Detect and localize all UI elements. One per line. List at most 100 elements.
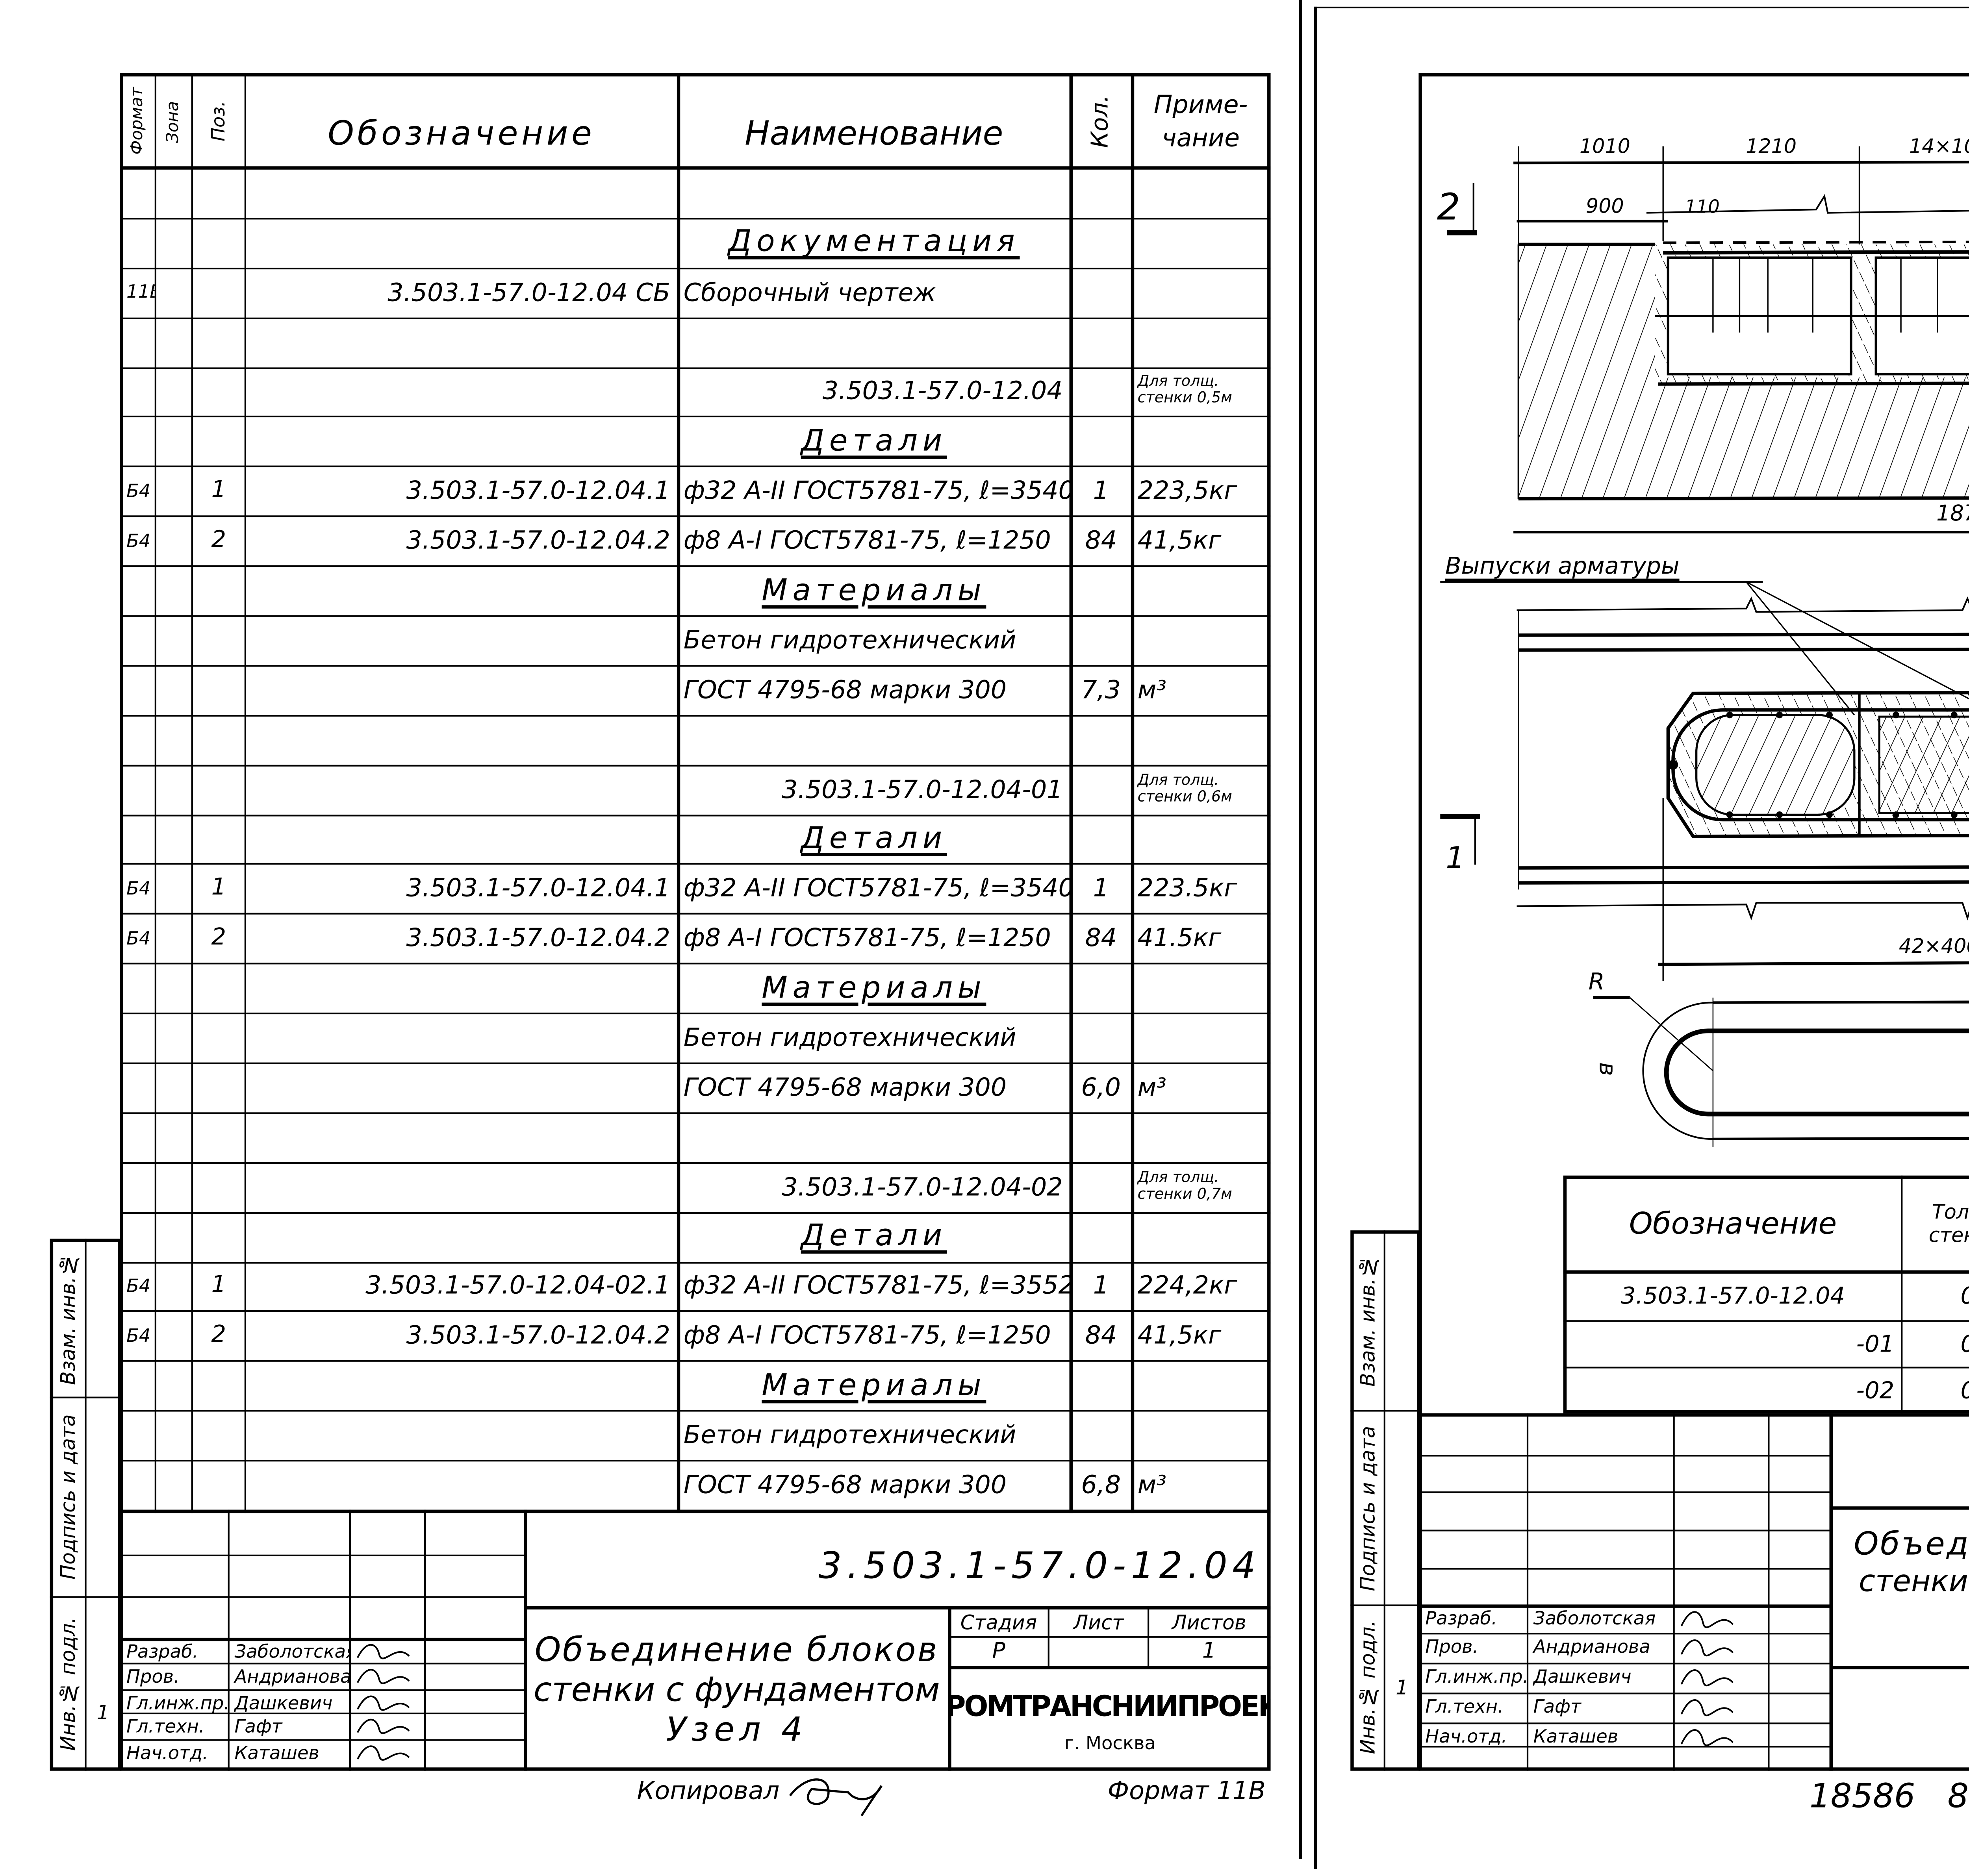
cell-zone <box>156 1311 191 1361</box>
cell-pos <box>193 764 245 814</box>
cell-designation <box>246 1460 677 1509</box>
cell-format <box>121 1063 154 1112</box>
signer-name: Заболотская <box>234 1640 349 1662</box>
signer-name: Андрианова <box>234 1665 349 1687</box>
signer-name: Андрианова <box>1533 1636 1650 1658</box>
cell-format <box>121 1162 154 1211</box>
dim-110: 110 <box>1685 195 1720 217</box>
cell-name: ф32 А-II ГОСТ5781-75, ℓ=35520 <box>683 1271 1070 1301</box>
cell-zone <box>156 466 191 516</box>
cell-qty <box>1071 1361 1131 1410</box>
cell-designation <box>246 1361 677 1410</box>
label-rebar-outlets: Выпуски арматуры <box>1445 554 1680 580</box>
cell-zone <box>156 317 191 367</box>
cell-qty <box>1071 1410 1131 1460</box>
cell-designation <box>246 1162 677 1211</box>
signer-name: Каташев <box>234 1741 319 1763</box>
cell-name: Материалы <box>762 970 986 1006</box>
param-header-thickness: Толщина стенки, м <box>1928 1200 1969 1247</box>
left-sheets-value: 1 <box>1202 1639 1216 1665</box>
left-title-line2: стенки с фундаментом <box>533 1669 940 1709</box>
param-cell-designation: -01 <box>1856 1331 1895 1358</box>
cell-pos <box>193 665 245 715</box>
section-1-1-drawing <box>1447 146 1969 533</box>
param-cell-designation: 3.503.1-57.0-12.04 <box>1620 1283 1845 1309</box>
left-title-code: 3.503.1-57.0-12.04 <box>818 1545 1261 1587</box>
header-name: Наименование <box>745 113 1003 153</box>
right-title-line2: стенки с фундаментом. <box>1859 1563 1969 1599</box>
signer-name: Каташев <box>1533 1726 1619 1748</box>
cell-pos <box>193 963 245 1013</box>
row-divider <box>120 1162 1271 1164</box>
cell-format <box>121 615 154 665</box>
cell-name: Детали <box>801 424 947 459</box>
row-divider <box>120 367 1271 369</box>
cell-note <box>1133 218 1269 267</box>
cell-format <box>121 317 154 367</box>
cell-format: 11В <box>126 281 155 303</box>
right-strip-inv-orig-value: 1 <box>1395 1676 1409 1700</box>
param-cell-thickness: 0,5 <box>1902 1272 1969 1320</box>
cell-note: м³ <box>1137 1470 1166 1500</box>
cell-qty <box>1071 168 1131 218</box>
row-divider <box>120 565 1271 567</box>
left-footer-format: Формат 11В <box>1107 1776 1266 1806</box>
cell-qty: 6,0 <box>1081 1072 1121 1102</box>
right-footer-inv-number: 18586 <box>1809 1776 1915 1816</box>
cell-note: Для толщ. стенки 0,5м <box>1137 375 1232 408</box>
row-divider <box>120 615 1271 617</box>
cell-note: 223,5кг <box>1137 476 1237 506</box>
cell-zone <box>156 417 191 466</box>
cell-designation <box>246 665 677 715</box>
cell-format <box>121 367 154 416</box>
cell-pos <box>193 1013 245 1062</box>
cell-qty: 84 <box>1085 1320 1117 1351</box>
cell-pos: 2 <box>211 925 226 952</box>
signer-name: Дашкевич <box>1533 1666 1632 1688</box>
cell-qty: 1 <box>1093 873 1109 904</box>
header-zone: Зона <box>165 100 183 143</box>
cell-designation: 3.503.1-57.0-12.04 СБ <box>387 277 670 307</box>
cell-pos <box>193 1112 245 1162</box>
cell-format <box>121 1460 154 1509</box>
cell-pos <box>193 267 245 317</box>
cell-name: Материалы <box>762 573 986 608</box>
cell-qty <box>1071 1013 1131 1062</box>
cell-qty: 84 <box>1085 923 1117 954</box>
cell-name: ф32 А-II ГОСТ5781-75, ℓ=35400 <box>683 476 1070 506</box>
cell-name: Бетон гидротехнический <box>683 1022 1016 1053</box>
cell-qty <box>1071 715 1131 764</box>
cell-qty <box>1071 814 1131 863</box>
detail-label-b-left: в <box>1593 1062 1620 1076</box>
cell-name: ф8 А-I ГОСТ5781-75, ℓ=1250 <box>683 923 1051 954</box>
cell-name: 3.503.1-57.0-12.04-02 <box>782 1172 1063 1202</box>
signature-icon <box>357 1695 410 1711</box>
param-table <box>1563 1175 1969 1413</box>
cell-qty <box>1071 317 1131 367</box>
cell-designation <box>246 715 677 764</box>
strip-sign-date: Подпись и дата <box>56 1415 80 1580</box>
cell-designation <box>246 963 677 1013</box>
cell-qty <box>1071 218 1131 267</box>
cell-name: ф8 А-I ГОСТ5781-75, ℓ=1250 <box>683 526 1051 556</box>
cell-name <box>679 317 1069 367</box>
cell-format <box>121 1112 154 1162</box>
row-divider <box>120 714 1271 717</box>
cell-pos <box>193 317 245 367</box>
cell-note: 41.5кг <box>1137 923 1222 954</box>
header-format: Формат <box>129 87 147 156</box>
cell-designation <box>246 764 677 814</box>
cell-format <box>121 814 154 863</box>
cell-zone <box>156 814 191 863</box>
cell-zone <box>156 516 191 565</box>
cell-name: ГОСТ 4795-68 марки 300 <box>683 1072 1007 1102</box>
left-sheets-label: Листов <box>1172 1610 1246 1634</box>
dim-42x400: 42×400=16800 <box>1899 934 1969 958</box>
cell-zone <box>156 1261 191 1311</box>
cell-name: Сборочный чертеж <box>683 277 936 307</box>
row-divider <box>120 1360 1271 1363</box>
cell-designation <box>246 615 677 665</box>
row-divider <box>120 516 1271 518</box>
cell-zone <box>156 1211 191 1261</box>
